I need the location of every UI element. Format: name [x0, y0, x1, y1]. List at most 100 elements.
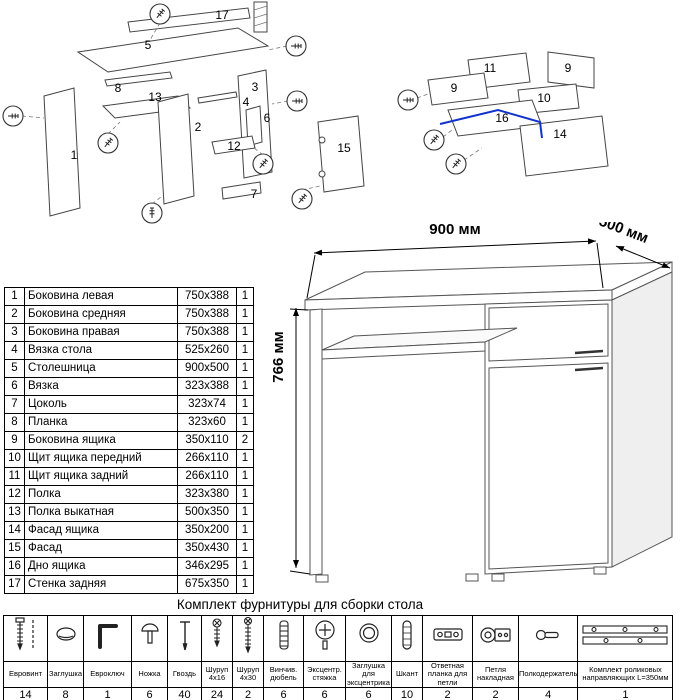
hardware-icon-row — [3, 615, 674, 662]
hinge-plate-icon — [432, 628, 463, 641]
part-number: 14 — [4, 521, 25, 540]
hardware-name: Ответная планка для петли — [422, 661, 473, 688]
part-label: 11 — [484, 61, 497, 75]
part-9-drawer-side-right — [547, 51, 595, 89]
part-size: 750x388 — [177, 287, 237, 306]
hardware-qty: 10 — [391, 686, 423, 700]
pedestal-door — [488, 362, 609, 570]
hardware-name: Полкодержатель — [517, 661, 579, 688]
part-qty: 1 — [236, 395, 254, 414]
part-size: 675x350 — [177, 575, 237, 594]
part-number: 2 — [4, 305, 25, 324]
part-qty: 1 — [236, 467, 254, 486]
part-qty: 1 — [236, 413, 254, 432]
drawer-slide-highlight — [439, 108, 543, 139]
part-number: 15 — [4, 539, 25, 558]
part-qty: 1 — [236, 377, 254, 396]
hardware-name: Петля накладная — [472, 661, 519, 688]
hardware-name: Евровинт — [3, 661, 48, 688]
hardware-qty: 2 — [422, 686, 473, 700]
part-8-strip — [104, 71, 173, 87]
cam-cap-icon — [358, 623, 379, 643]
hardware-table: Евровинт Заглушка Евроключ Ножка Гвоздь … — [3, 615, 674, 700]
hardware-qty-row: 14 8 1 6 40 24 2 6 6 6 10 2 2 4 1 — [3, 686, 674, 700]
part-qty: 2 — [236, 431, 254, 450]
part-label: 5 — [145, 38, 152, 52]
handle-grooves — [574, 349, 604, 372]
hardware-qty: 6 — [303, 686, 346, 700]
part-number: 3 — [4, 323, 25, 342]
part-size: 266x110 — [177, 449, 237, 468]
hardware-name-row: Евровинт Заглушка Евроключ Ножка Гвоздь … — [3, 661, 674, 688]
part-size: 350x430 — [177, 539, 237, 558]
part-name: Стенка задняя — [24, 575, 178, 594]
part-label: 2 — [195, 120, 202, 134]
hardware-name: Комплект роликовых направляющих L=350мм — [577, 661, 674, 688]
part-size: 350x110 — [177, 431, 237, 450]
part-number: 17 — [4, 575, 25, 594]
part-label: 6 — [264, 111, 271, 125]
part-size: 750x388 — [177, 323, 237, 342]
part-label: 7 — [251, 187, 258, 201]
part-number: 12 — [4, 485, 25, 504]
hardware-name: Шуруп 4x16 — [201, 661, 233, 688]
part-size: 900x500 — [177, 359, 237, 378]
part-qty: 1 — [236, 359, 254, 378]
part-2-middle-side — [157, 93, 195, 205]
part-name: Боковина правая — [24, 323, 178, 342]
part-qty: 1 — [236, 485, 254, 504]
part-size: 323x60 — [177, 413, 237, 432]
part-number: 1 — [4, 287, 25, 306]
part-name: Щит ящика передний — [24, 449, 178, 468]
hexkey-icon — [97, 624, 118, 649]
desk-foot — [491, 573, 505, 582]
part-9-drawer-side-left — [427, 72, 489, 106]
desk-exploded-diagram: 17 5 8 13 2 3 4 6 12 7 1 15 — [2, 1, 365, 224]
part-size: 750x388 — [177, 305, 237, 324]
hardware-qty: 2 — [472, 686, 519, 700]
part-size: 500x350 — [177, 503, 237, 522]
shelf-support-icon — [536, 629, 559, 641]
hardware-name: Винчив. дюбель — [263, 661, 304, 688]
part-size: 525x260 — [177, 341, 237, 360]
part-label: 17 — [215, 8, 229, 22]
foot-icon — [140, 623, 159, 644]
part-name: Боковина ящика — [24, 431, 178, 450]
height-dimension-label: 766 мм — [270, 331, 287, 382]
hardware-qty: 4 — [517, 686, 579, 700]
part-name: Полка выкатная — [24, 503, 178, 522]
part-label: 8 — [115, 81, 122, 95]
part-12-shelf — [211, 135, 256, 155]
callout-leader-lines — [21, 22, 321, 205]
part-qty: 1 — [236, 323, 254, 342]
hardware-name: Ножка — [131, 661, 168, 688]
hinge-cup — [318, 170, 326, 178]
fastener-callouts — [397, 89, 467, 175]
part-number: 8 — [4, 413, 25, 432]
callout-leader-lines — [416, 93, 483, 161]
cap-icon — [55, 627, 76, 641]
part-name: Столешница — [24, 359, 178, 378]
edge-strip-hatch — [253, 5, 268, 27]
part-qty: 1 — [236, 557, 254, 576]
part-7-plinth — [221, 181, 262, 200]
part-qty: 1 — [236, 449, 254, 468]
hardware-name: Заглушка для эксцентрика — [345, 661, 392, 688]
part-name: Боковина средняя — [24, 305, 178, 324]
part-label: 13 — [148, 90, 162, 104]
part-size: 323x388 — [177, 377, 237, 396]
dowel-screw-icon — [278, 620, 289, 650]
part-name: Дно ящика — [24, 557, 178, 576]
part-qty: 1 — [236, 341, 254, 360]
part-label: 16 — [495, 111, 509, 125]
part-number: 4 — [4, 341, 25, 360]
keyboard-tray-front — [321, 341, 486, 360]
